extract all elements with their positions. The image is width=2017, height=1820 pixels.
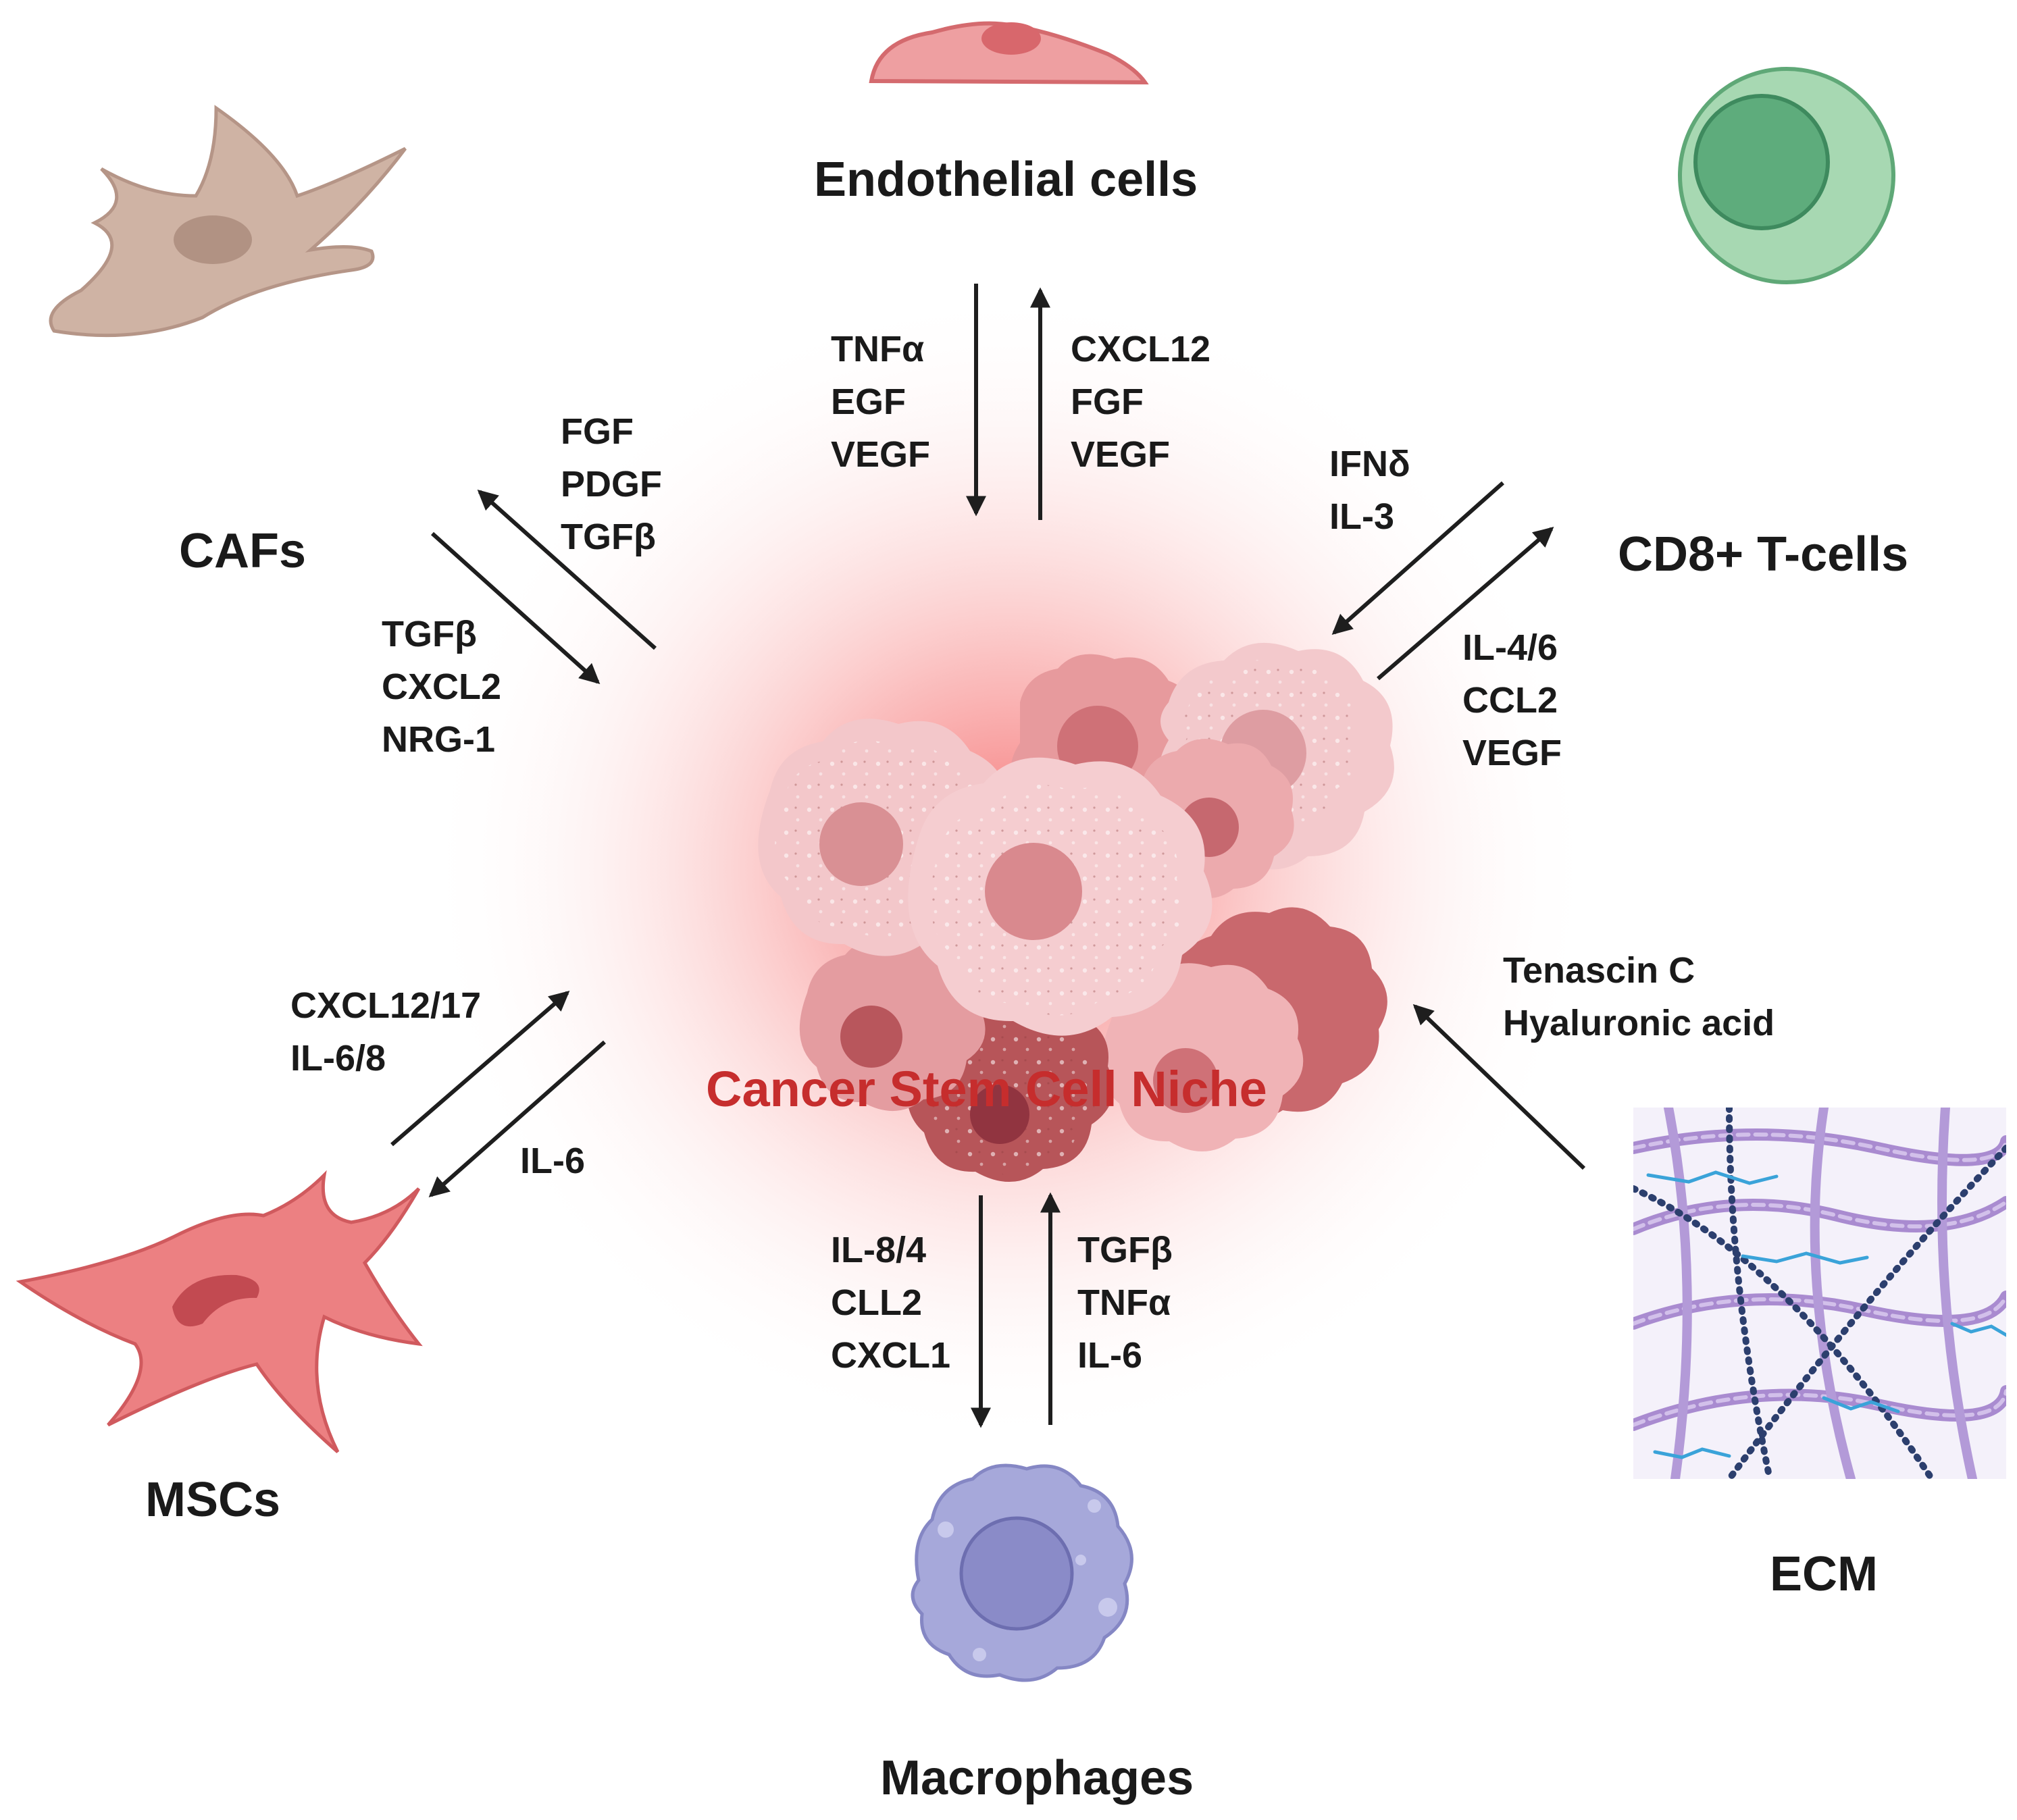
signal-item: NRG-1 bbox=[382, 719, 496, 760]
signal-item: VEGF bbox=[1462, 733, 1562, 773]
signal-item: CXCL2 bbox=[382, 667, 502, 707]
signal-item: FGF bbox=[561, 411, 634, 452]
signals-macrophages-out: IL-8/4 CLL2 CXCL1 bbox=[831, 1224, 950, 1382]
mesenchymal-stem-cell-icon bbox=[16, 1170, 423, 1453]
endothelial-cell-icon bbox=[869, 21, 1149, 85]
arrow-from-mscs bbox=[390, 991, 570, 1147]
signal-item: VEGF bbox=[1071, 434, 1171, 475]
signal-item: Hyaluronic acid bbox=[1503, 1003, 1775, 1043]
niche-title: Cancer Stem Cell Niche bbox=[706, 1061, 1267, 1117]
signal-item: IL-3 bbox=[1329, 496, 1395, 537]
signal-item: IL-6 bbox=[1077, 1335, 1143, 1376]
signal-item: CLL2 bbox=[831, 1282, 922, 1323]
signal-item: EGF bbox=[831, 382, 907, 422]
signal-item: TGFβ bbox=[382, 614, 477, 654]
signal-item: CXCL1 bbox=[831, 1335, 951, 1376]
signal-item: TGFβ bbox=[561, 517, 656, 557]
signal-item: CXCL12/17 bbox=[290, 985, 482, 1026]
arrow-to-cd8 bbox=[1377, 527, 1554, 681]
signals-endothelial-in: TNFα EGF VEGF bbox=[831, 323, 930, 481]
signals-mscs-to-niche: CXCL12/17 IL-6/8 bbox=[290, 979, 481, 1085]
signal-item: IL-6 bbox=[520, 1141, 586, 1181]
signal-item: IL-6/8 bbox=[290, 1038, 386, 1078]
arrow-to-cafs bbox=[477, 490, 657, 650]
signals-cd8-out: IL-4/6 CCL2 VEGF bbox=[1462, 621, 1562, 779]
signals-cafs-to-niche: FGF PDGF TGFβ bbox=[561, 405, 662, 563]
label-macrophages: Macrophages bbox=[880, 1751, 1194, 1805]
arrow-from-cafs bbox=[430, 531, 601, 685]
arrows bbox=[390, 284, 1586, 1428]
tumor-cluster-icon bbox=[758, 642, 1394, 1182]
signal-item: IL-8/4 bbox=[831, 1230, 927, 1270]
signal-item: TNFα bbox=[1077, 1282, 1171, 1323]
label-cafs: CAFs bbox=[179, 524, 307, 578]
signal-item: PDGF bbox=[561, 464, 663, 504]
label-mscs: MSCs bbox=[145, 1473, 281, 1527]
signal-item: FGF bbox=[1071, 382, 1144, 422]
t-cell-icon bbox=[1678, 67, 1895, 284]
macrophage-icon bbox=[911, 1463, 1133, 1682]
extracellular-matrix-icon bbox=[1633, 1108, 2006, 1479]
signals-niche-to-cafs: TGFβ CXCL2 NRG-1 bbox=[382, 608, 501, 766]
signal-item: VEGF bbox=[831, 434, 931, 475]
signal-item: TGFβ bbox=[1077, 1230, 1173, 1270]
signals-niche-to-mscs: IL-6 bbox=[520, 1135, 585, 1187]
arrow-to-niche-from-cd8 bbox=[1331, 481, 1504, 635]
signal-item: CCL2 bbox=[1462, 680, 1558, 721]
label-cd8: CD8+ T-cells bbox=[1618, 527, 1909, 581]
signals-cd8-in: IFNδ IL-3 bbox=[1329, 438, 1410, 543]
signal-item: TNFα bbox=[831, 329, 925, 369]
arrow-to-mscs bbox=[428, 1040, 606, 1197]
signals-endothelial-out: CXCL12 FGF VEGF bbox=[1071, 323, 1210, 481]
signal-item: IL-4/6 bbox=[1462, 627, 1558, 668]
label-endothelial: Endothelial cells bbox=[814, 153, 1198, 207]
signal-item: CXCL12 bbox=[1071, 329, 1211, 369]
signal-item: Tenascin C bbox=[1503, 950, 1695, 991]
fibroblast-icon bbox=[49, 105, 407, 338]
label-ecm: ECM bbox=[1770, 1547, 1878, 1601]
signals-ecm-to-niche: Tenascin C Hyaluronic acid bbox=[1503, 944, 1775, 1049]
arrow-from-ecm bbox=[1412, 1004, 1586, 1170]
signal-item: IFNδ bbox=[1329, 444, 1410, 484]
signals-macrophages-in: TGFβ TNFα IL-6 bbox=[1077, 1224, 1173, 1382]
